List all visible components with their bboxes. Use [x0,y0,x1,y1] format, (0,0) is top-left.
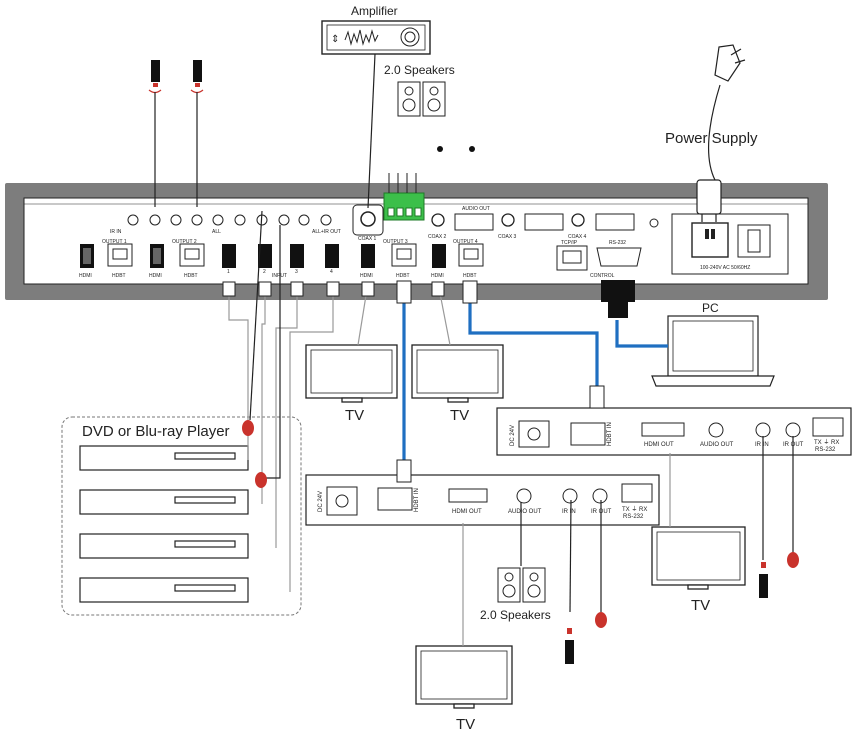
hdbt-cables [402,303,668,466]
tv-bottom-label: TV [456,716,476,733]
panel-tcpip: TCP/IP [561,240,578,246]
tv-bottom-device [415,645,513,709]
hdmi-plugs [222,281,445,297]
coax-jacks-2-4 [431,213,585,227]
hdbt-port-output3 [391,243,417,267]
speakers-bottom-label: 2.0 Speakers [480,608,551,622]
panel-audio-out: AUDIO OUT [462,206,490,212]
rx-bottom-tx-rx: TX ⏚ RX [622,506,647,513]
panel-power-rating: 100-240V AC 50/60HZ [700,265,750,271]
power-supply-label: Power Supply [665,130,758,147]
ir-receiver-top-right [190,60,204,207]
rx-right-rs232: RS-232 [815,447,836,453]
rx-right-hdmi-out: HDMI OUT [644,442,674,448]
hdmi-port-output4 [432,244,446,268]
speakers-top-label: 2.0 Speakers [384,63,455,77]
speakers-bottom [497,567,546,603]
panel-ir-in: IR IN [110,229,122,235]
tv2-device [411,344,504,403]
hdmi-port-output1 [80,244,94,268]
panel-output1: OUTPUT 1 [102,239,127,245]
rj45-plugs [396,280,605,483]
hdbt-receiver-bottom [305,474,660,526]
rx-right-ir-in: IR IN [755,442,769,448]
panel-all: ALL [212,229,221,235]
hdbt-port-output2 [179,243,205,267]
amplifier-icon-arrows: ⇕ [331,34,339,45]
dvd-player-label: DVD or Blu-ray Player [82,423,230,440]
speakers-top [397,81,446,117]
panel-in-1: 1 [227,269,230,275]
panel-all-ir-out: ALL+IR OUT [312,229,341,235]
matrix-switcher-rear-panel [5,183,828,300]
ir-receiver-top-left [148,60,162,207]
ir-cables [249,210,794,613]
panel-hdbt-3: HDBT [396,273,410,279]
panel-text: IR IN ALL ALL+IR OUT OUTPUT 1 OUTPUT 2 O… [79,206,750,279]
hdbt-port-output1 [107,243,133,267]
ground-screw [649,218,659,228]
pc-label: PC [702,301,719,315]
panel-hdmi-3: HDMI [360,273,373,279]
tv1-label: TV [345,407,365,424]
audio-out-terminal-green [383,192,425,221]
panel-in-3: 3 [295,269,298,275]
amplifier-device: ⇕ [321,20,431,55]
hdmi-port-output3 [361,244,375,268]
panel-output2: OUTPUT 2 [172,239,197,245]
panel-output4: OUTPUT 4 [453,239,478,245]
rx-bottom-dc24v: DC 24V [318,491,324,512]
amplifier-label: Amplifier [351,4,398,18]
panel-hdbt-1: HDBT [112,273,126,279]
panel-hdmi-2: HDMI [149,273,162,279]
rx-bottom-hdmi-out: HDMI OUT [452,509,482,515]
rx-bottom-hdbt-in: HDBT IN [414,488,420,512]
rx-right-audio-out: AUDIO OUT [700,442,734,448]
audio-out-terminals [454,213,635,231]
coax1-jack [352,204,384,236]
panel-in-2: 2 [263,269,266,275]
panel-hdbt-4: HDBT [463,273,477,279]
rs232-port [596,247,642,267]
ir-receivers-bottom [565,562,768,664]
panel-coax3: COAX 3 [498,234,517,240]
dvd-group-box [61,416,302,616]
hdbt-receiver-right [496,407,852,456]
panel-rs232: RS-232 [609,240,626,246]
rx-bottom-rs232: RS-232 [623,514,644,520]
panel-output3: OUTPUT 3 [383,239,408,245]
tcpip-port [556,245,588,271]
rx-right-hdbt-in: HDBT IN [607,422,613,446]
rx-right-dc24v: DC 24V [510,425,516,446]
rx-bottom-ir-in: IR IN [562,509,576,515]
tv2-label: TV [450,407,470,424]
panel-in-4: 4 [330,269,333,275]
panel-control: CONTROL [590,273,615,279]
panel-hdmi-4: HDMI [431,273,444,279]
db9-connector [601,280,635,318]
tv-right-label: TV [691,597,711,614]
pc-laptop [651,315,775,387]
power-inlet [671,213,789,275]
rx-right-tx-rx: TX ⏚ RX [814,439,839,446]
hdmi-port-output2 [150,244,164,268]
panel-coax4: COAX 4 [568,234,587,240]
tv-right-device [651,526,746,590]
hdmi-cables [228,282,671,646]
panel-coax2: COAX 2 [428,234,447,240]
panel-coax1: COAX 1 [358,236,377,242]
panel-hdbt-2: HDBT [184,273,198,279]
tv1-device [305,344,398,403]
power-plug [696,44,746,222]
hdbt-port-output4 [458,243,484,267]
panel-hdmi-1: HDMI [79,273,92,279]
ir-in-jacks [127,214,332,226]
hdmi-input-ports [222,244,339,268]
ir-emitters [242,420,799,628]
rx-bottom-audio-out: AUDIO OUT [508,509,542,515]
